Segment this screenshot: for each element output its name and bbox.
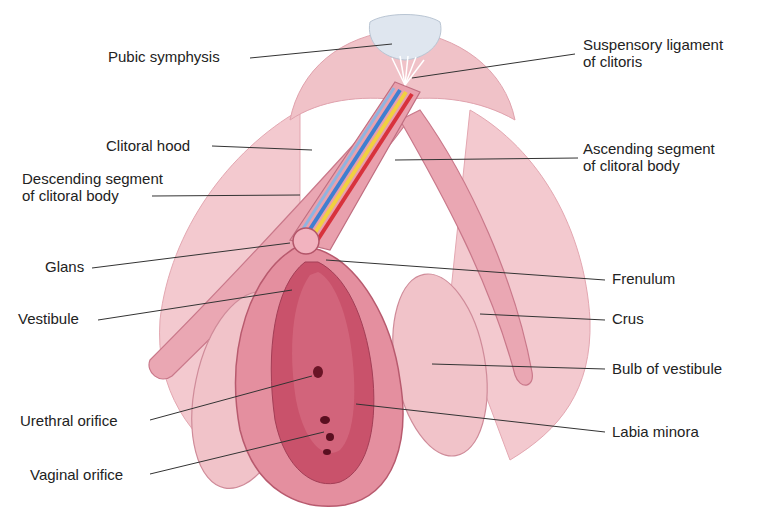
- part-label: Glans: [45, 258, 84, 275]
- part-label: Frenulum: [612, 270, 675, 287]
- part-label: Ascending segment of clitoral body: [583, 140, 723, 174]
- part-label: Descending segment of clitoral body: [22, 170, 172, 204]
- part-label: Vaginal orifice: [30, 466, 123, 483]
- part-label: Bulb of vestibule: [612, 360, 722, 377]
- part-label: Clitoral hood: [106, 137, 190, 154]
- part-label: Labia minora: [612, 423, 699, 440]
- part-label: Suspensory ligament of clitoris: [583, 36, 733, 70]
- part-label: Urethral orifice: [20, 412, 118, 429]
- part-label: Vestibule: [18, 310, 79, 327]
- part-label: Pubic symphysis: [108, 48, 220, 65]
- part-label: Crus: [612, 310, 644, 327]
